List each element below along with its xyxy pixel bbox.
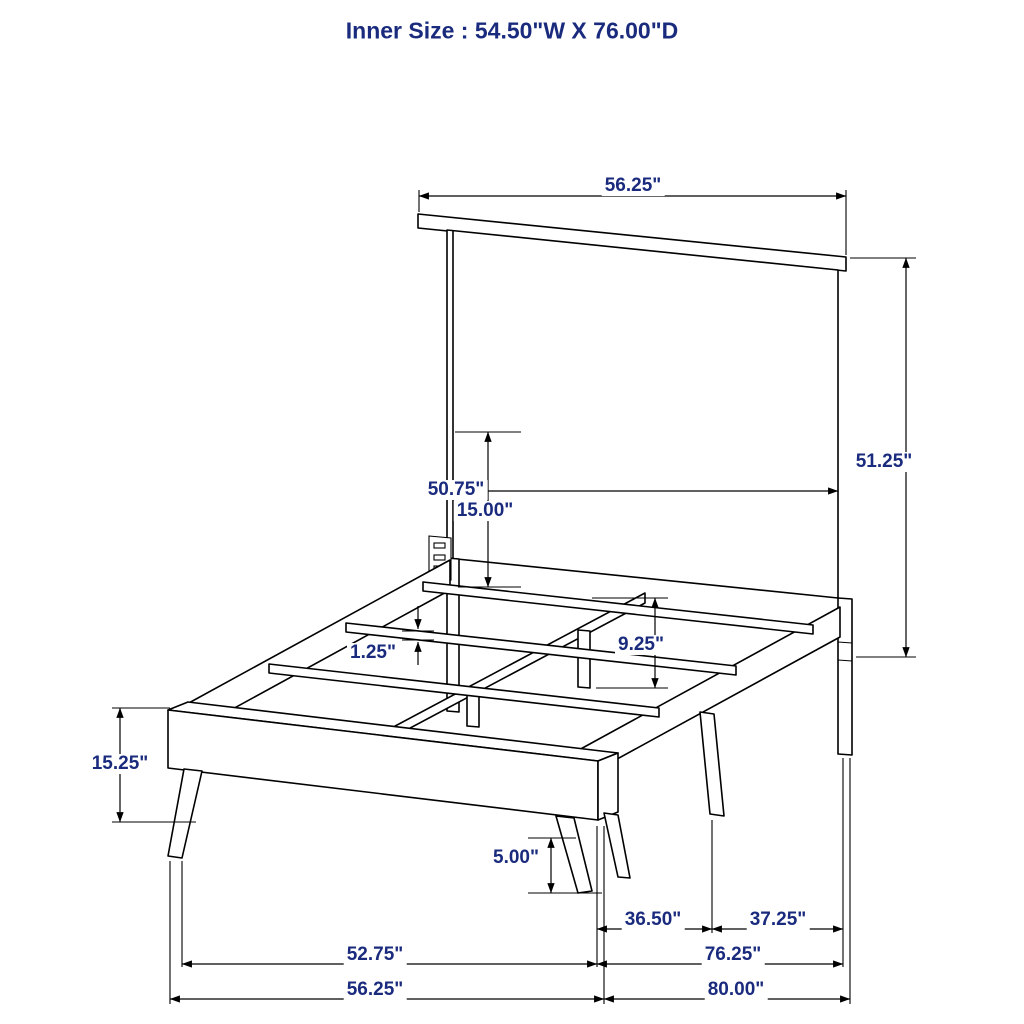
dim-label-slat-thickness: 1.25" [347,643,399,663]
footboard-right-leg [555,815,593,894]
dim-label-panel-clearance: 15.00" [453,501,517,521]
dim-label-frame-depth-inner: 76.25" [701,945,765,965]
dim-label-depth-segment-rear: 36.50" [621,910,685,930]
footboard-left-leg [167,768,203,859]
dim-label-frame-width-inner: 52.75" [343,945,407,965]
dim-label-center-support-height: 9.25" [615,635,667,655]
dim-label-frame-width-outer: 56.25" [343,980,407,1000]
headboard [417,213,853,756]
dim-label-headboard-width: 56.25" [601,176,665,196]
headboard-cap [417,213,847,272]
dim-label-frame-depth-outer: 80.00" [704,980,768,1000]
right-rail-leg [699,711,725,817]
dim-label-panel-width: 50.75" [424,480,488,500]
footboard-rear-leg [603,812,631,879]
headboard-right-leg [837,597,853,756]
dim-label-headboard-height: 51.25" [852,452,916,472]
slat [268,663,660,718]
dim-label-depth-segment-head: 37.25" [746,910,810,930]
footboard [167,701,631,894]
slat [345,622,737,676]
headboard-panel [446,229,839,599]
slat [422,581,814,635]
footboard-end [597,752,619,821]
dim-label-footboard-height: 15.25" [88,754,152,774]
page-title: Inner Size : 54.50"W X 76.00"D [345,17,679,44]
center-support-rail [366,592,646,752]
dim-label-leg-height: 5.00" [490,848,542,868]
frame-rails [175,559,841,788]
